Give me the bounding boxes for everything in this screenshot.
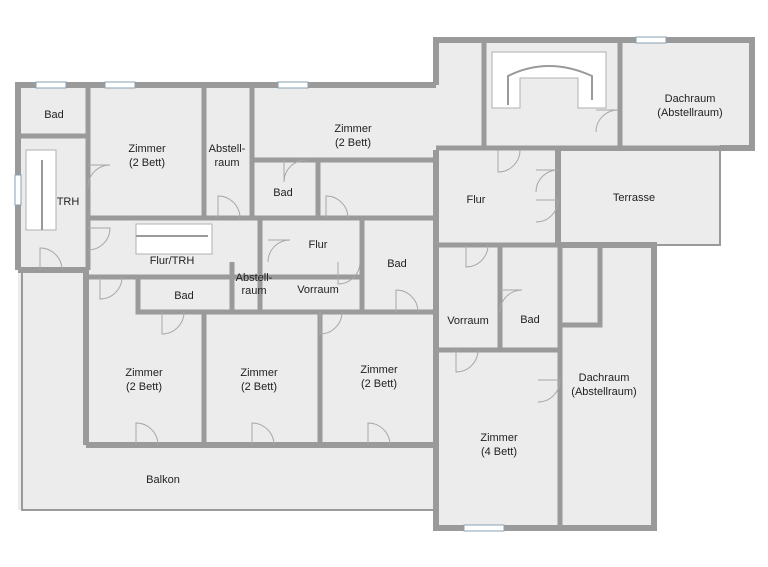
room-label: Zimmer(2 Bett): [240, 367, 278, 393]
room-label: Vorraum: [447, 315, 489, 327]
room-label: Zimmer(2 Bett): [128, 143, 166, 169]
room-label: Zimmer(2 Bett): [360, 364, 398, 390]
room-label: Flur: [467, 194, 486, 206]
room-label: Zimmer(4 Bett): [480, 432, 518, 458]
room-label: Dachraum(Abstellraum): [571, 372, 636, 398]
room-label: Zimmer(2 Bett): [125, 367, 163, 393]
room-label: Zimmer(2 Bett): [334, 123, 372, 149]
room-label: Dachraum(Abstellraum): [657, 93, 722, 119]
room-label: Abstell-raum: [209, 143, 246, 169]
room-label: Bad: [174, 290, 194, 302]
inner-walls: [18, 40, 752, 528]
room-labels: Bad Zimmer(2 Bett) Abstell-raum Zimmer(2…: [44, 93, 722, 486]
room-label: Bad: [520, 314, 540, 326]
room-label: Bad: [44, 109, 64, 121]
room-label: Flur: [309, 239, 328, 251]
staircases: [25, 51, 607, 255]
door-swings: [39, 109, 619, 446]
windows: [14, 36, 667, 532]
room-label: Bad: [387, 258, 407, 270]
room-label: Abstell-raum: [236, 272, 273, 297]
room-label: Balkon: [146, 474, 180, 486]
room-label: TRH: [57, 196, 80, 208]
room-label: Terrasse: [613, 192, 655, 204]
room-label: Vorraum: [297, 284, 339, 296]
room-label: Bad: [273, 187, 293, 199]
floor-areas: [18, 40, 752, 528]
balcony-outline: [21, 272, 436, 511]
room-label: Flur/TRH: [150, 255, 195, 267]
